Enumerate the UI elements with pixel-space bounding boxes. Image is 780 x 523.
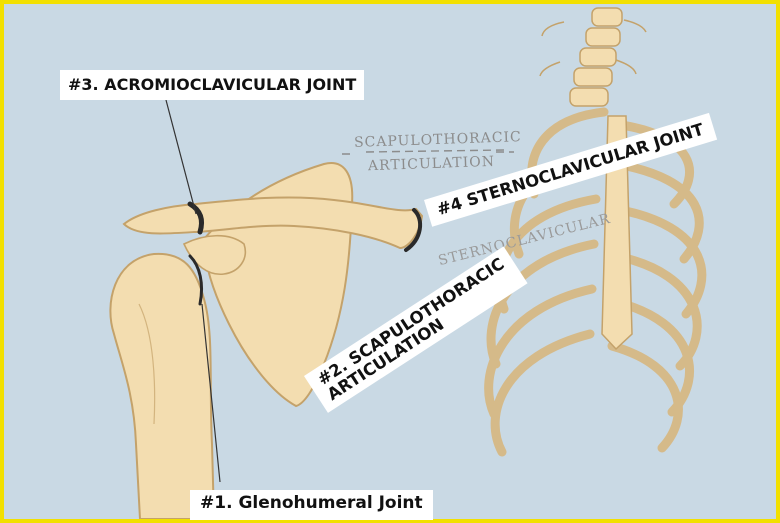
label-glenohumeral-joint: #1. Glenohumeral Joint — [190, 490, 433, 520]
label-acromioclavicular-joint: #3. ACROMIOCLAVICULAR JOINT — [60, 70, 364, 100]
humerus — [110, 254, 214, 519]
spine — [540, 8, 646, 106]
leader-line-acromioclavicular — [166, 100, 196, 214]
